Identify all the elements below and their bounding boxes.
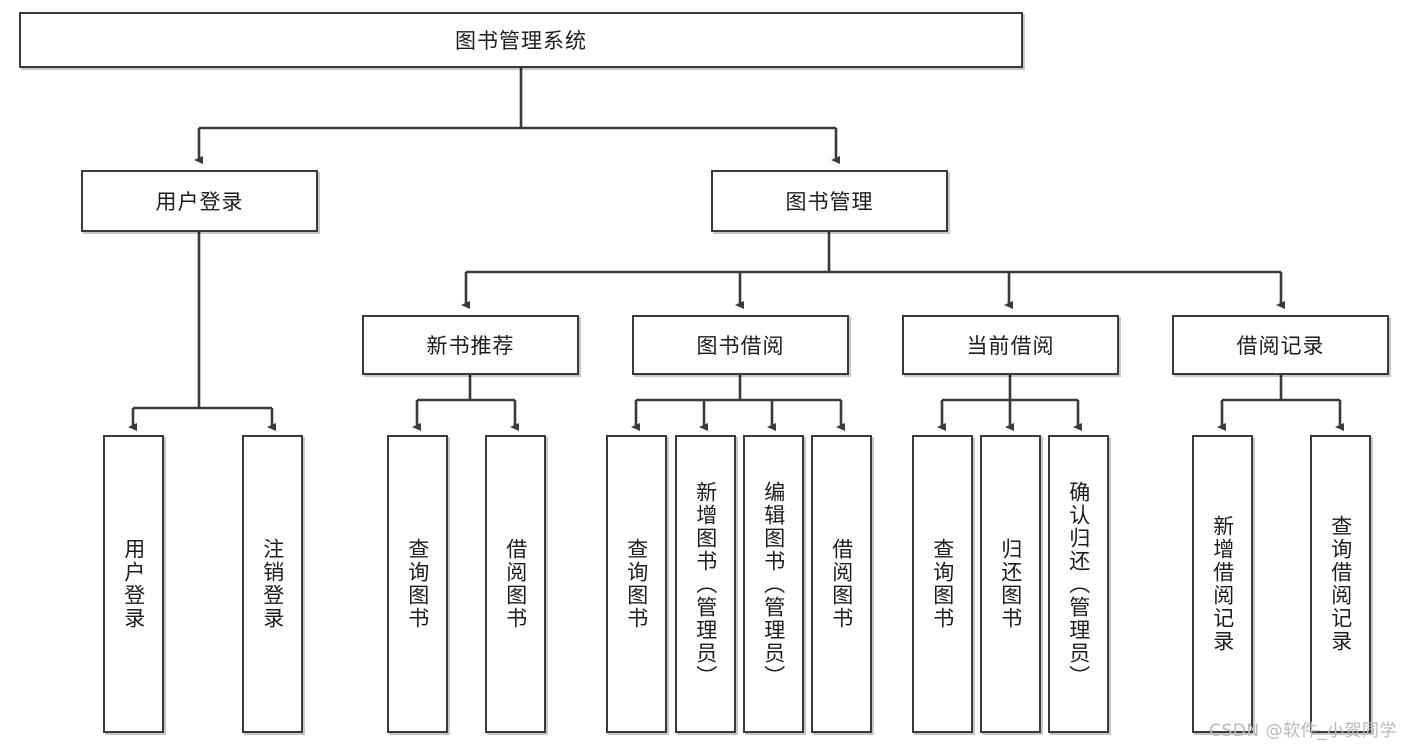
node-leaf-user-login[interactable]: 用户登录 [103,435,164,733]
node-leaf-confirm-return-admin[interactable]: 确认归还（管理员） [1048,435,1109,733]
node-new-book-rec[interactable]: 新书推荐 [362,315,579,375]
node-leaf-return-book[interactable]: 归还图书 [980,435,1041,733]
node-leaf-edit-book-admin-label: 编辑图书（管理员） [761,480,786,688]
node-leaf-query-book-a[interactable]: 查询图书 [387,435,448,733]
node-leaf-add-book-admin-label: 新增图书（管理员） [693,480,718,688]
node-leaf-user-login-label: 用户登录 [121,538,146,630]
node-leaf-logout-login[interactable]: 注销登录 [242,435,303,733]
node-leaf-add-borrow-record-label: 新增借阅记录 [1210,515,1235,653]
node-leaf-query-borrow-record-label: 查询借阅记录 [1328,515,1353,653]
node-leaf-query-book-c[interactable]: 查询图书 [912,435,973,733]
node-leaf-add-book-admin[interactable]: 新增图书（管理员） [675,435,736,733]
node-leaf-borrow-book-a[interactable]: 借阅图书 [485,435,546,733]
node-user-login[interactable]: 用户登录 [81,170,318,232]
node-current-borrow[interactable]: 当前借阅 [902,315,1119,375]
node-book-borrow-label: 图书借阅 [696,334,785,358]
node-leaf-confirm-return-admin-label: 确认归还（管理员） [1066,480,1091,688]
node-leaf-borrow-book-a-label: 借阅图书 [503,538,528,630]
node-leaf-query-borrow-record[interactable]: 查询借阅记录 [1310,435,1371,733]
node-leaf-edit-book-admin[interactable]: 编辑图书（管理员） [743,435,804,733]
node-leaf-query-book-b-label: 查询图书 [624,538,649,630]
node-new-book-rec-label: 新书推荐 [426,334,515,358]
node-book-borrow[interactable]: 图书借阅 [632,315,849,375]
node-user-login-label: 用户登录 [155,190,244,214]
node-leaf-query-book-b[interactable]: 查询图书 [606,435,667,733]
node-borrow-record-label: 借阅记录 [1236,334,1325,358]
node-leaf-borrow-book-b[interactable]: 借阅图书 [811,435,872,733]
node-book-manage[interactable]: 图书管理 [711,170,948,232]
node-borrow-record[interactable]: 借阅记录 [1172,315,1389,375]
node-leaf-logout-login-label: 注销登录 [260,538,285,630]
node-leaf-query-book-a-label: 查询图书 [405,538,430,630]
node-book-manage-label: 图书管理 [785,190,874,214]
node-current-borrow-label: 当前借阅 [966,334,1055,358]
node-leaf-query-book-c-label: 查询图书 [930,538,955,630]
node-leaf-return-book-label: 归还图书 [998,538,1023,630]
node-leaf-add-borrow-record[interactable]: 新增借阅记录 [1192,435,1253,733]
node-root[interactable]: 图书管理系统 [19,12,1023,68]
node-leaf-borrow-book-b-label: 借阅图书 [829,538,854,630]
node-root-label: 图书管理系统 [455,29,587,53]
